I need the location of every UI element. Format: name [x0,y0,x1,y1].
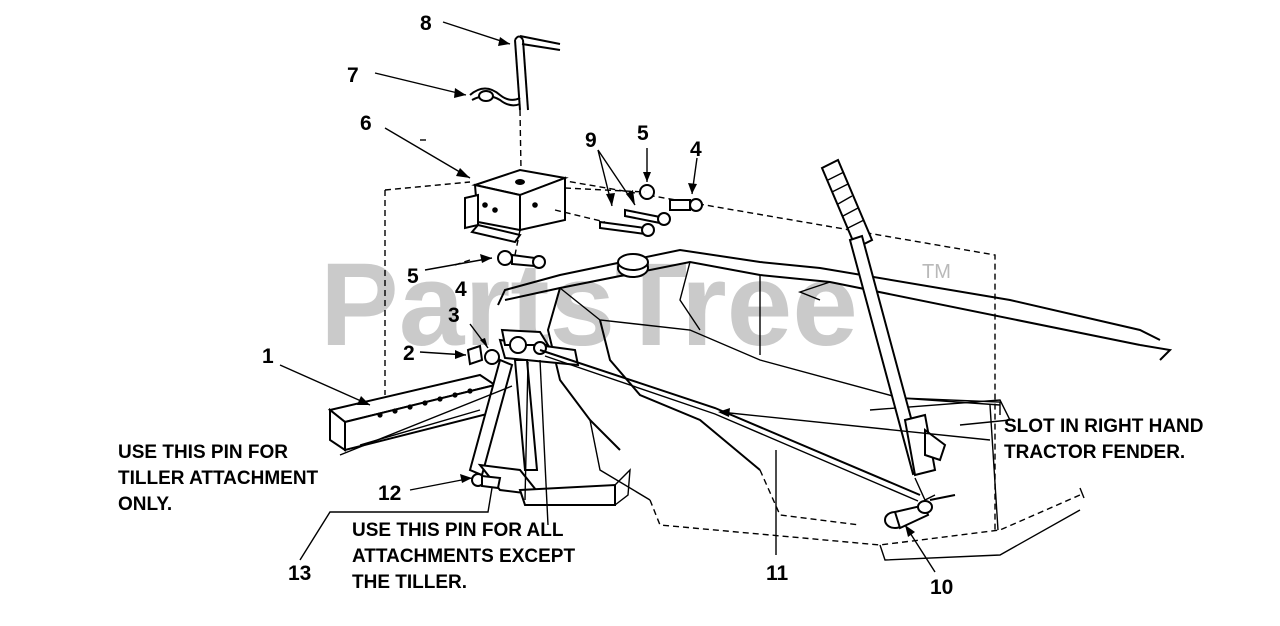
part-4-5-hardware-top [639,184,703,212]
callout-5-top: 5 [637,122,649,145]
note-fender-slot: SLOT IN RIGHT HAND TRACTOR FENDER. [1004,416,1204,463]
note-all-pin-line-3: THE TILLER. [352,572,467,593]
leader-lines [279,21,991,573]
note-fender-slot-line-1: SLOT IN RIGHT HAND [1004,416,1204,437]
trademark-mark: TM [922,261,951,283]
callout-12: 12 [378,482,401,505]
watermark: PartsTree [320,239,858,371]
callout-10: 10 [930,576,953,599]
note-tiller-pin-line-1: USE THIS PIN FOR [118,442,288,463]
callout-9: 9 [585,129,597,152]
alignment-lines [514,187,646,256]
part-2-3-hardware [466,344,500,366]
callout-11: 11 [766,562,789,585]
part-8-l-pin [514,35,561,171]
part-7-hairpin [469,87,521,107]
callout-4-bottom: 4 [455,278,467,301]
callout-3: 3 [448,304,460,327]
note-tiller-pin-line-2: TILLER ATTACHMENT [118,468,319,489]
callout-8: 8 [420,12,432,35]
part-10-clevis-pin [884,494,956,530]
note-tiller-pin-line-3: ONLY. [118,494,172,515]
note-all-pin-line-1: USE THIS PIN FOR ALL [352,520,564,541]
note-fender-slot-line-2: TRACTOR FENDER. [1004,442,1185,463]
part-11-lift-rod [539,349,921,502]
callout-6: 6 [360,112,372,135]
callout-4-top: 4 [690,138,702,161]
part-12-13-pins [471,473,502,490]
frame-outline-dashed [384,139,1085,561]
lift-bracket [468,328,631,506]
part-4-5-hardware-bottom [497,250,546,269]
fuel-cap [617,253,649,278]
note-all-pin: USE THIS PIN FOR ALL ATTACHMENTS EXCEPT … [352,520,575,593]
callout-13: 13 [288,562,311,585]
part-6-mount-bracket [464,168,569,244]
callout-5-bottom: 5 [407,265,419,288]
note-tiller-pin: USE THIS PIN FOR TILLER ATTACHMENT ONLY. [118,442,319,515]
part-1-hitch-bar [327,373,498,452]
callout-7: 7 [347,64,359,87]
lift-handle [820,158,947,501]
callout-1: 1 [262,345,274,368]
callout-2: 2 [403,342,415,365]
note-all-pin-line-2: ATTACHMENTS EXCEPT [352,546,575,567]
part-9-bolts [599,208,671,237]
tractor-fender [497,248,1173,531]
